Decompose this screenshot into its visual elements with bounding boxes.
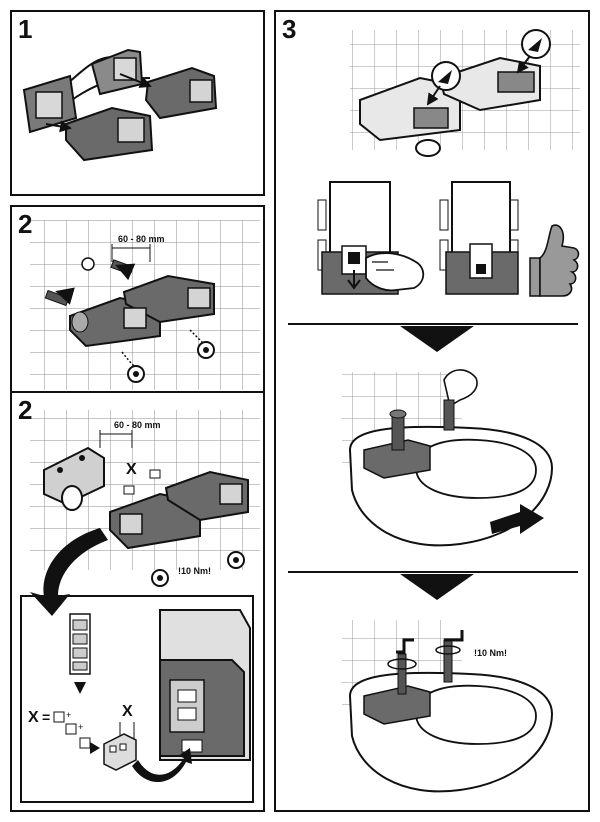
- step2b-spacing-label: 60 - 80 mm: [114, 420, 161, 430]
- formula-eq: =: [42, 709, 50, 725]
- formula-x: X: [28, 709, 39, 726]
- detail-illustration: X = + + X: [28, 609, 251, 783]
- step2b-modules: [109, 470, 249, 550]
- step1-base-module: [22, 74, 78, 134]
- step1-illustration: [22, 48, 218, 162]
- step2b-x-label: X: [126, 461, 137, 478]
- step-number-2b: 2: [18, 395, 33, 425]
- svg-text:+: +: [66, 710, 71, 720]
- pressing-hand: [365, 252, 425, 292]
- step3-illustration: !10 Nm!: [288, 29, 580, 793]
- step2b-torque-label: !10 Nm!: [178, 566, 211, 576]
- step3-press-indicators: [426, 29, 551, 106]
- spacer-plate: [103, 733, 137, 771]
- step3-down-arrow-1: [400, 326, 474, 352]
- step3-torque-label: !10 Nm!: [474, 648, 507, 658]
- step-number-3: 3: [282, 14, 297, 44]
- step2a-washers: [121, 329, 215, 383]
- step-number-1: 1: [18, 14, 33, 44]
- toilet-placement: [348, 369, 554, 547]
- step-number-2a: 2: [18, 209, 33, 239]
- step2b-connector: [43, 446, 105, 511]
- step3-front-view-right: [439, 181, 519, 295]
- module-closeup: [159, 609, 251, 761]
- step2a-modules: [69, 274, 215, 348]
- step3-front-view-left: [317, 181, 425, 295]
- step2a-spacing-label: 60 - 80 mm: [118, 234, 165, 244]
- step3-down-arrow-2: [400, 574, 474, 600]
- step2b-curved-arrow: [30, 528, 108, 616]
- thumbs-up-icon: [529, 224, 580, 297]
- step1-module-bottom: [65, 106, 154, 162]
- insert-arrow: [132, 748, 192, 783]
- gap-x-label: X: [122, 703, 133, 720]
- step1-top-module: [90, 48, 144, 96]
- step2a-illustration: 60 - 80 mm: [30, 220, 260, 390]
- step1-module-right: [144, 66, 218, 120]
- step2b-illustration: 60 - 80 mm X !10 Nm!: [30, 410, 260, 616]
- spacer-stack: [69, 613, 91, 675]
- svg-text:+: +: [78, 722, 83, 732]
- toilet-tightening: [348, 630, 554, 793]
